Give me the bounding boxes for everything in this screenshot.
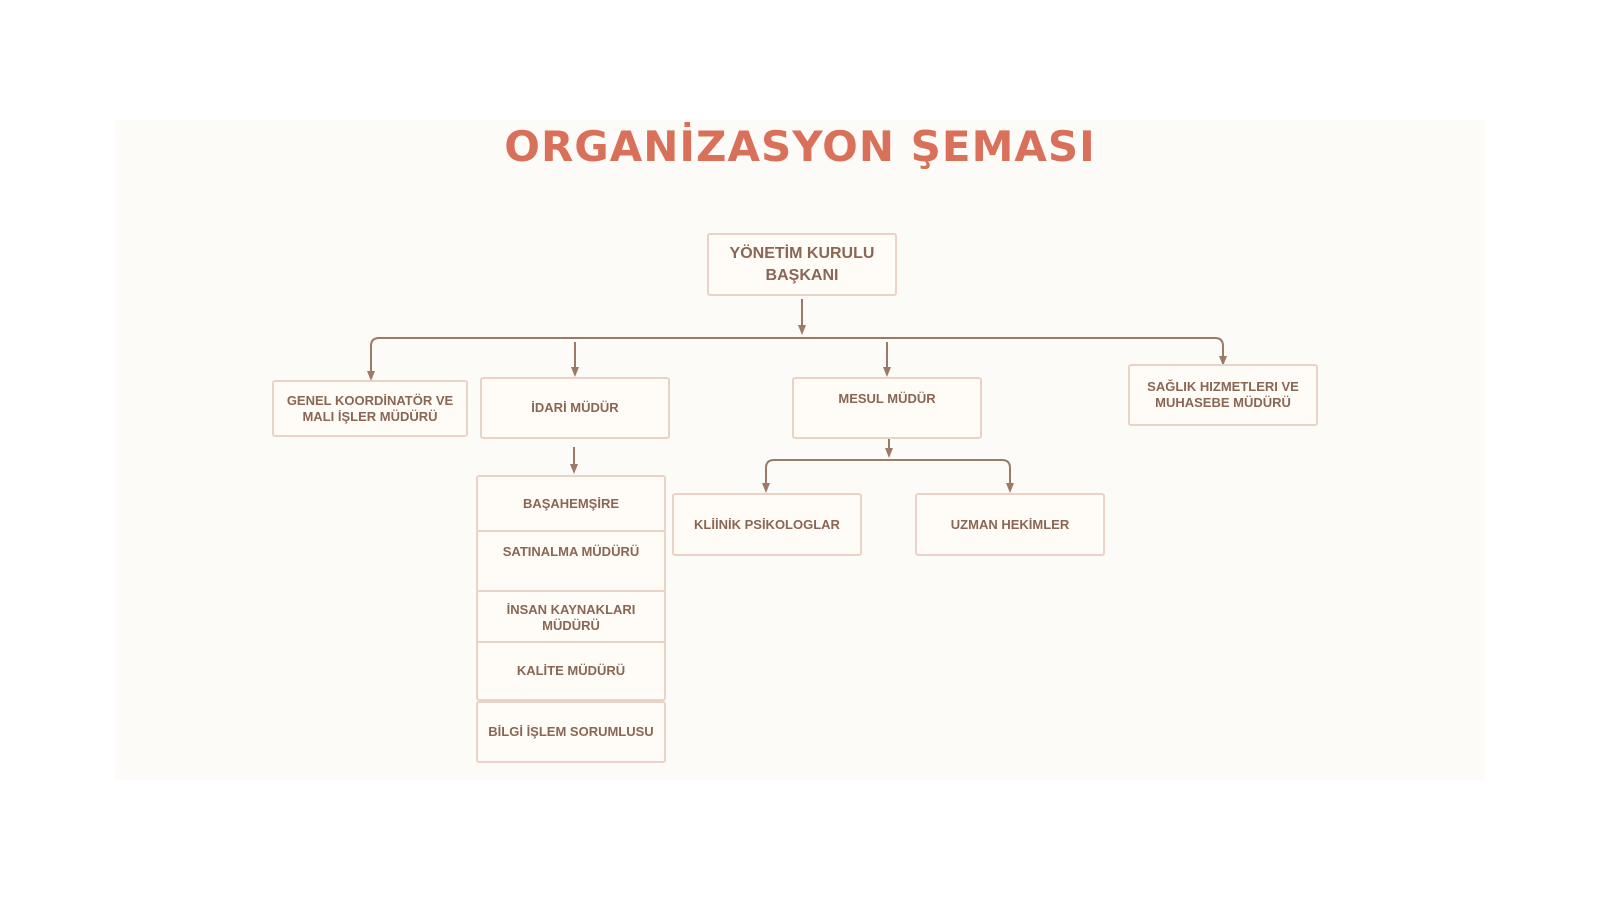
node-it: BİLGİ İŞLEM SORUMLUSU <box>476 701 666 763</box>
node-quality: KALİTE MÜDÜRÜ <box>476 641 666 701</box>
chart-background <box>115 120 1485 780</box>
node-admin-manager: İDARİ MÜDÜR <box>480 377 670 439</box>
node-purchasing: SATINALMA MÜDÜRÜ <box>476 530 666 593</box>
page-title: ORGANİZASYON ŞEMASI <box>504 122 1096 171</box>
node-hr: İNSAN KAYNAKLARI MÜDÜRÜ <box>476 590 666 645</box>
node-responsible-manager: MESUL MÜDÜR <box>792 377 982 439</box>
node-psychologists: KLİİNİK PSİKOLOGLAR <box>672 493 862 556</box>
node-specialists: UZMAN HEKİMLER <box>915 493 1105 556</box>
node-board-chair: YÖNETİM KURULU BAŞKANI <box>707 233 897 296</box>
node-general-coordinator: GENEL KOORDİNATÖR VE MALI İŞLER MÜDÜRÜ <box>272 380 468 437</box>
node-health-accounting: SAĞLIK HIZMETLERI VE MUHASEBE MÜDÜRÜ <box>1128 364 1318 426</box>
node-head-nurse: BAŞAHEMŞİRE <box>476 475 666 533</box>
